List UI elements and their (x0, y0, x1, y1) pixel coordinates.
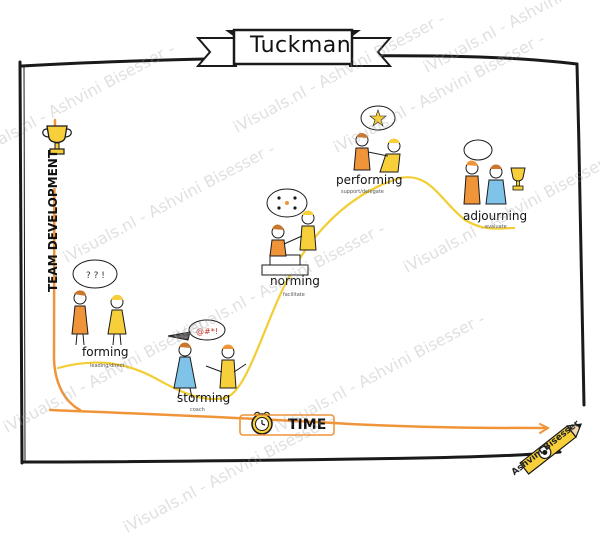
stage-sub-performing: support/delegate (341, 189, 384, 195)
stage-label-adjourning: adjourning (463, 209, 528, 223)
stage-label-performing: performing (336, 173, 403, 187)
y-axis-label: TEAM DEVELOPMENT (46, 149, 60, 292)
stage-label-forming: forming (82, 345, 129, 359)
thought-bubble-icon (463, 139, 493, 161)
stage-label-storming: storming (177, 391, 231, 405)
time-label-box (239, 414, 335, 436)
stage-sub-forming: leading/direct (90, 363, 125, 369)
storming-scene: @#*! (167, 319, 247, 399)
svg-text:? ? !: ? ? ! (86, 271, 105, 281)
frame (18, 54, 586, 465)
norming-scene (261, 188, 317, 276)
trophy-icon (42, 125, 72, 188)
x-axis-label: TIME (288, 417, 327, 433)
thought-bubble-icon (72, 259, 118, 289)
stage-label-norming: norming (270, 274, 320, 288)
stage-sub-norming: facilitate (283, 292, 305, 298)
title-banner (195, 28, 393, 67)
alarm-clock-icon (251, 411, 273, 435)
stage-sub-adjourning: evaluate (485, 224, 507, 230)
stage-sub-storming: coach (190, 407, 205, 413)
pencil-icon (519, 423, 583, 475)
performing-scene (353, 105, 401, 173)
adjourning-scene (463, 139, 526, 205)
trophy-icon (510, 167, 526, 191)
thought-bubble-icon (188, 319, 226, 341)
forming-scene: ? ? ! (71, 259, 127, 346)
svg-text:@#*!: @#*! (196, 327, 218, 336)
page-title: Tuckman (250, 33, 352, 58)
